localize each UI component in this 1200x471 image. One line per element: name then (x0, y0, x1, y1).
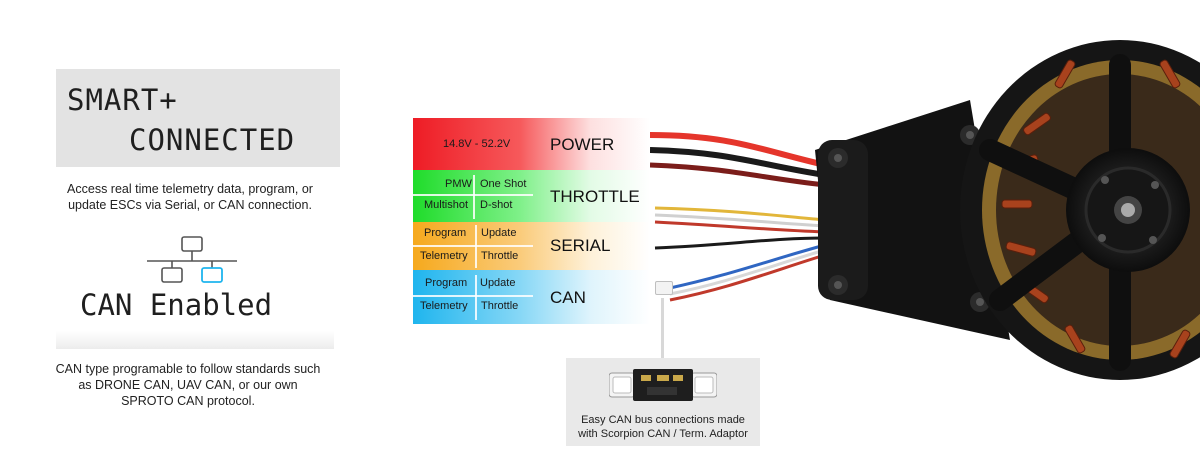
headline-line-2: CONNECTED (129, 123, 296, 157)
can-enabled-label: CAN Enabled (80, 288, 273, 322)
throttle-cell-oneshot: One Shot (480, 178, 527, 190)
headline-box: SMART+ CONNECTED (56, 69, 340, 167)
network-icon (147, 236, 237, 283)
can-description-line: CAN type programable to follow standards… (55, 362, 321, 376)
can-adaptor-caption-line: with Scorpion CAN / Term. Adaptor (578, 428, 748, 440)
can-description-line: as DRONE CAN, UAV CAN, or our own (78, 378, 298, 392)
serial-cell-program: Program (424, 227, 467, 239)
throttle-band (413, 170, 650, 222)
can-connector-stem (661, 298, 664, 358)
serial-cell-telemetry: Telemetry (420, 250, 468, 262)
can-label: CAN (550, 288, 586, 307)
power-voltage: 14.8V - 52.2V (443, 138, 511, 150)
power-label: POWER (550, 135, 615, 154)
can-cell-throttle: Throttle (481, 300, 519, 312)
telemetry-description-line: Access real time telemetry data, program… (67, 182, 313, 196)
can-adaptor-image (609, 369, 717, 401)
can-cell-program: Program (425, 277, 468, 289)
serial-label: SERIAL (550, 236, 611, 255)
can-adaptor-caption-line: Easy CAN bus connections made (581, 414, 745, 426)
can-divider (56, 331, 334, 349)
can-band (413, 270, 650, 324)
can-description: CAN type programable to follow standards… (40, 361, 336, 409)
telemetry-description-line: update ESCs via Serial, or CAN connectio… (68, 198, 312, 212)
throttle-cell-multishot: Multishot (424, 199, 469, 211)
can-description-line: SPROTO CAN protocol. (121, 394, 255, 408)
can-cell-update: Update (480, 277, 516, 289)
power-band (413, 118, 650, 170)
can-adaptor-caption: Easy CAN bus connections made with Scorp… (566, 413, 760, 441)
throttle-cell-pmw: PMW (445, 178, 472, 190)
serial-cell-update: Update (481, 227, 517, 239)
throttle-cell-dshot: D-shot (480, 199, 513, 211)
can-plug (655, 281, 673, 295)
serial-cell-throttle: Throttle (481, 250, 519, 262)
serial-band (413, 222, 650, 270)
telemetry-description: Access real time telemetry data, program… (40, 181, 340, 213)
headline-line-1: SMART+ (67, 83, 178, 117)
can-adaptor-box: Easy CAN bus connections made with Scorp… (566, 358, 760, 446)
motor-image (650, 40, 1200, 380)
can-cell-telemetry: Telemetry (420, 300, 468, 312)
throttle-label: THROTTLE (550, 187, 640, 206)
